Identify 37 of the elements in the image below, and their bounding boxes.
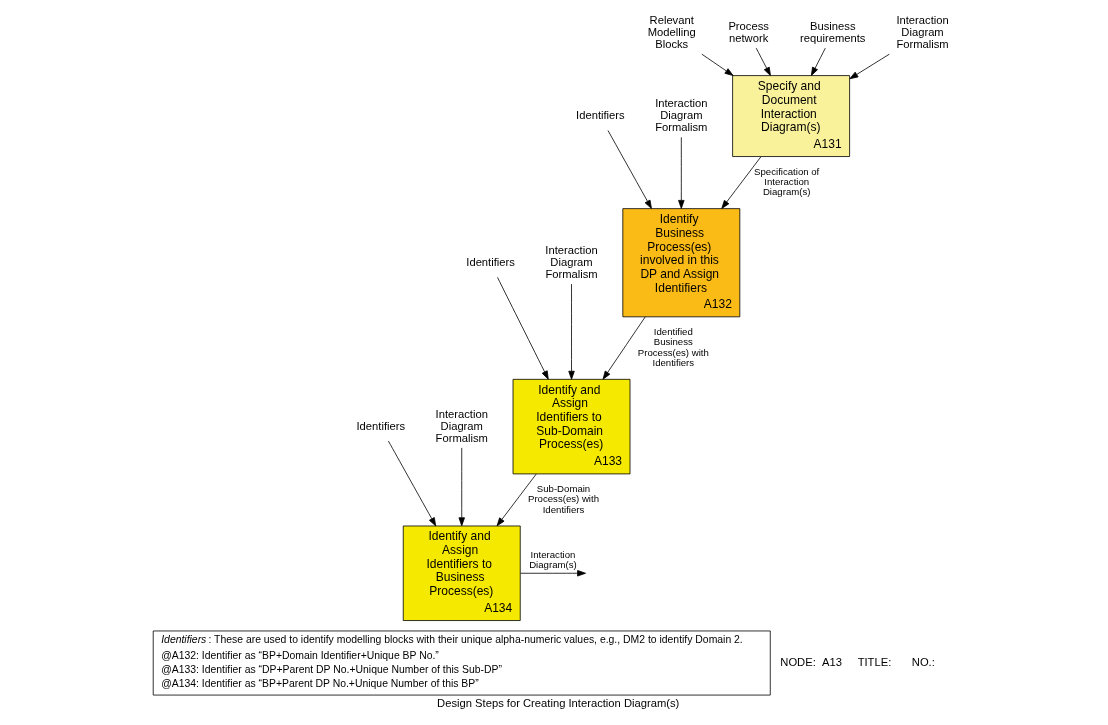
label: NO.: (911, 655, 935, 668)
arrow (677, 136, 684, 209)
arrow (720, 156, 761, 209)
arrow (496, 276, 549, 380)
node-text: Interaction Diagram Formalism (895, 13, 949, 50)
node-text: Identifiers (356, 419, 405, 432)
node-text: Process network (727, 19, 769, 44)
node-box: Identify and Assign Identifiers to Business Process(es) A134 (402, 525, 521, 621)
arrow (496, 473, 537, 527)
arrow (607, 130, 652, 209)
node-text: Relevant Modelling Blocks (647, 13, 696, 50)
node-text: Interaction Diagram Formalism (435, 407, 488, 444)
arrow (810, 47, 826, 76)
node-box: Identify Business Process(es) involved in this DP and Assign Identifiers A132 (621, 208, 740, 318)
node-text: Interaction Diagram Formalism (544, 243, 598, 280)
edge-label: Identified Business Process(es) with Identifiers (637, 325, 709, 369)
arrow (519, 570, 586, 577)
node-box: Specify and Document Interaction Diagram(s) A131 (731, 75, 850, 157)
edge-label: Interaction Diagram(s) (528, 548, 577, 571)
edge-label: Sub-Domain Process(es) with Identifiers (527, 483, 599, 515)
node-box: Identifiers: These are used to identify modelling blocks with their unique alpha-numeric values, e.g., DM2 to identify Domain 2. @A132: Identifier as “BP+Domain Identifier+Unique BP No.” @A133: Identifier as “DP+Parent DP No.+Unique Number of this Sub-DP” @A134: Identifier as “BP+Parent DP No.+Unique Number of this BP” (152, 630, 771, 696)
arrow (458, 447, 465, 527)
arrow (848, 53, 890, 80)
label: NODE: A13 (779, 655, 842, 668)
node-text: Identifiers (575, 109, 625, 122)
arrow (602, 316, 646, 380)
arrow (755, 47, 771, 76)
arrow (700, 53, 733, 76)
diagram-title: Design Steps for Creating Interaction Diagram(s) (436, 697, 679, 710)
arrow (567, 283, 575, 380)
node-text: Identifiers (465, 255, 515, 268)
label: TITLE: (857, 655, 891, 668)
edge-label: Specification of Interaction Diagram(s) (753, 165, 819, 198)
node-text: Business requirements (799, 19, 865, 44)
node-text: Interaction Diagram Formalism (654, 97, 707, 134)
node-box: Identify and Assign Identifiers to Sub-Domain Process(es) A133 (512, 378, 630, 475)
arrow (387, 440, 436, 527)
